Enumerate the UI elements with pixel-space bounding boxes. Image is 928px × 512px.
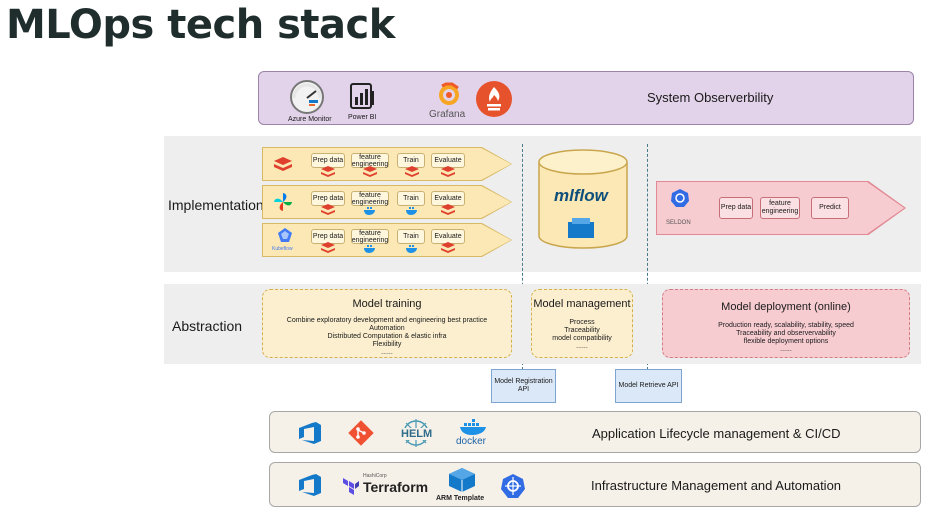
model-deployment-line: Production ready, scalability, stability… — [718, 322, 854, 329]
azure-monitor-icon — [289, 79, 325, 120]
model-deployment-line: flexible deployment options — [743, 338, 829, 345]
infra-band: HashiCorp Terraform ARM Template Infrast… — [269, 462, 921, 507]
model-management-line: model compatibility — [552, 335, 612, 342]
docker-whale-icon — [406, 207, 417, 215]
azure-devops-icon — [296, 473, 322, 502]
grafana-icon — [434, 81, 464, 112]
power-bi-label: Power BI — [348, 114, 377, 121]
abstraction-label: Abstraction — [172, 318, 243, 334]
model-management-title: Model management — [533, 298, 631, 310]
model-retrieve-api: Model Retrieve API — [615, 369, 682, 403]
databricks-icon — [405, 166, 419, 177]
pipeline-2-body: Prep data feature engineering Train Eval… — [263, 186, 511, 218]
mlflow-cylinder — [536, 148, 630, 257]
kubernetes-icon — [670, 188, 690, 213]
prometheus-icon — [475, 80, 513, 123]
model-registration-api: Model Registration API — [491, 369, 556, 403]
model-training-line: Distributed Computation & elastic infra — [327, 333, 447, 340]
arm-template-label: ARM Template — [436, 495, 485, 502]
databricks-icon — [441, 166, 455, 177]
seldon-step-prep: Prep data — [719, 197, 753, 219]
terraform-vendor-label: HashiCorp — [363, 473, 387, 479]
infra-label: Infrastructure Management and Automation — [591, 478, 842, 493]
databricks-icon — [273, 156, 293, 179]
model-training-line: Combine exploratory development and engi… — [286, 317, 488, 324]
kubernetes-icon — [500, 473, 526, 504]
model-deployment-line: ...... — [780, 346, 792, 353]
divider-registration — [522, 144, 523, 370]
kubeflow-icon — [276, 227, 294, 248]
power-bi-icon — [347, 81, 377, 116]
pipeline-3-body: Kubeflow Prep data feature engineering T… — [263, 224, 511, 256]
pipeline-2-step-train: Train — [397, 191, 425, 206]
docker-whale-icon — [364, 207, 375, 215]
model-deployment-title: Model deployment (online) — [721, 301, 851, 313]
git-icon — [347, 419, 375, 452]
terraform-label: Terraform — [363, 479, 429, 495]
pipeline-3-step-feature: feature engineering — [351, 229, 389, 244]
airflow-icon — [273, 192, 293, 217]
docker-icon — [458, 418, 490, 441]
databricks-icon — [441, 204, 455, 215]
model-training-line: Flexibility — [372, 341, 402, 348]
pipeline-2-step-feature: feature engineering — [351, 191, 389, 206]
pipeline-2-step-evaluate: Evaluate — [431, 191, 465, 206]
pipeline-1-step-prep: Prep data — [311, 153, 345, 168]
grafana-label: Grafana — [429, 109, 466, 120]
databricks-icon — [441, 242, 455, 253]
docker-whale-icon — [364, 245, 375, 253]
databricks-icon — [321, 242, 335, 253]
model-management-line: ...... — [576, 343, 588, 350]
model-management-box: Model management Process Traceability mo… — [531, 289, 633, 358]
seldon-step-feature: feature engineering — [760, 197, 800, 219]
divider-retrieve — [647, 144, 648, 370]
observability-band: Azure Monitor Power BI Grafana System Ob… — [258, 71, 914, 125]
model-deployment-line: Traceability and observervability — [736, 330, 836, 337]
lifecycle-band: HELM docker Application Lifecycle manage… — [269, 411, 921, 453]
observability-label: System Observerbility — [647, 90, 774, 105]
azure-monitor-label: Azure Monitor — [288, 116, 332, 123]
databricks-icon — [321, 204, 335, 215]
model-training-line: ...... — [381, 349, 393, 356]
pipeline-3-step-evaluate: Evaluate — [431, 229, 465, 244]
model-training-line: Automation — [369, 325, 405, 332]
docker-label: docker — [456, 436, 487, 447]
lifecycle-label: Application Lifecycle management & CI/CD — [592, 426, 841, 441]
databricks-icon — [321, 166, 335, 177]
docker-whale-icon — [406, 245, 417, 253]
helm-label: HELM — [400, 428, 434, 440]
model-management-line: Process — [569, 319, 595, 326]
kubeflow-label: Kubeflow — [272, 246, 293, 252]
seldon-step-predict: Predict — [811, 197, 849, 219]
terraform-icon — [342, 477, 360, 500]
mlflow-label: mlflow — [554, 186, 608, 205]
model-training-box: Model training Combine exploratory devel… — [262, 289, 512, 358]
seldon-pipeline-body: SELDON Prep data feature engineering Pre… — [657, 182, 904, 234]
databricks-icon — [363, 166, 377, 177]
model-training-title: Model training — [352, 298, 422, 310]
arm-template-icon — [447, 467, 477, 498]
page-title: MLOps tech stack — [6, 2, 395, 48]
pipeline-3-step-train: Train — [397, 229, 425, 244]
azure-devops-icon — [296, 421, 322, 450]
pipeline-1-body: Prep data feature engineering Train Eval… — [263, 148, 511, 180]
seldon-label: SELDON — [666, 220, 691, 226]
implementation-label: Implementation — [168, 197, 264, 213]
model-deployment-box: Model deployment (online) Production rea… — [662, 289, 910, 358]
model-management-line: Traceability — [564, 327, 600, 334]
